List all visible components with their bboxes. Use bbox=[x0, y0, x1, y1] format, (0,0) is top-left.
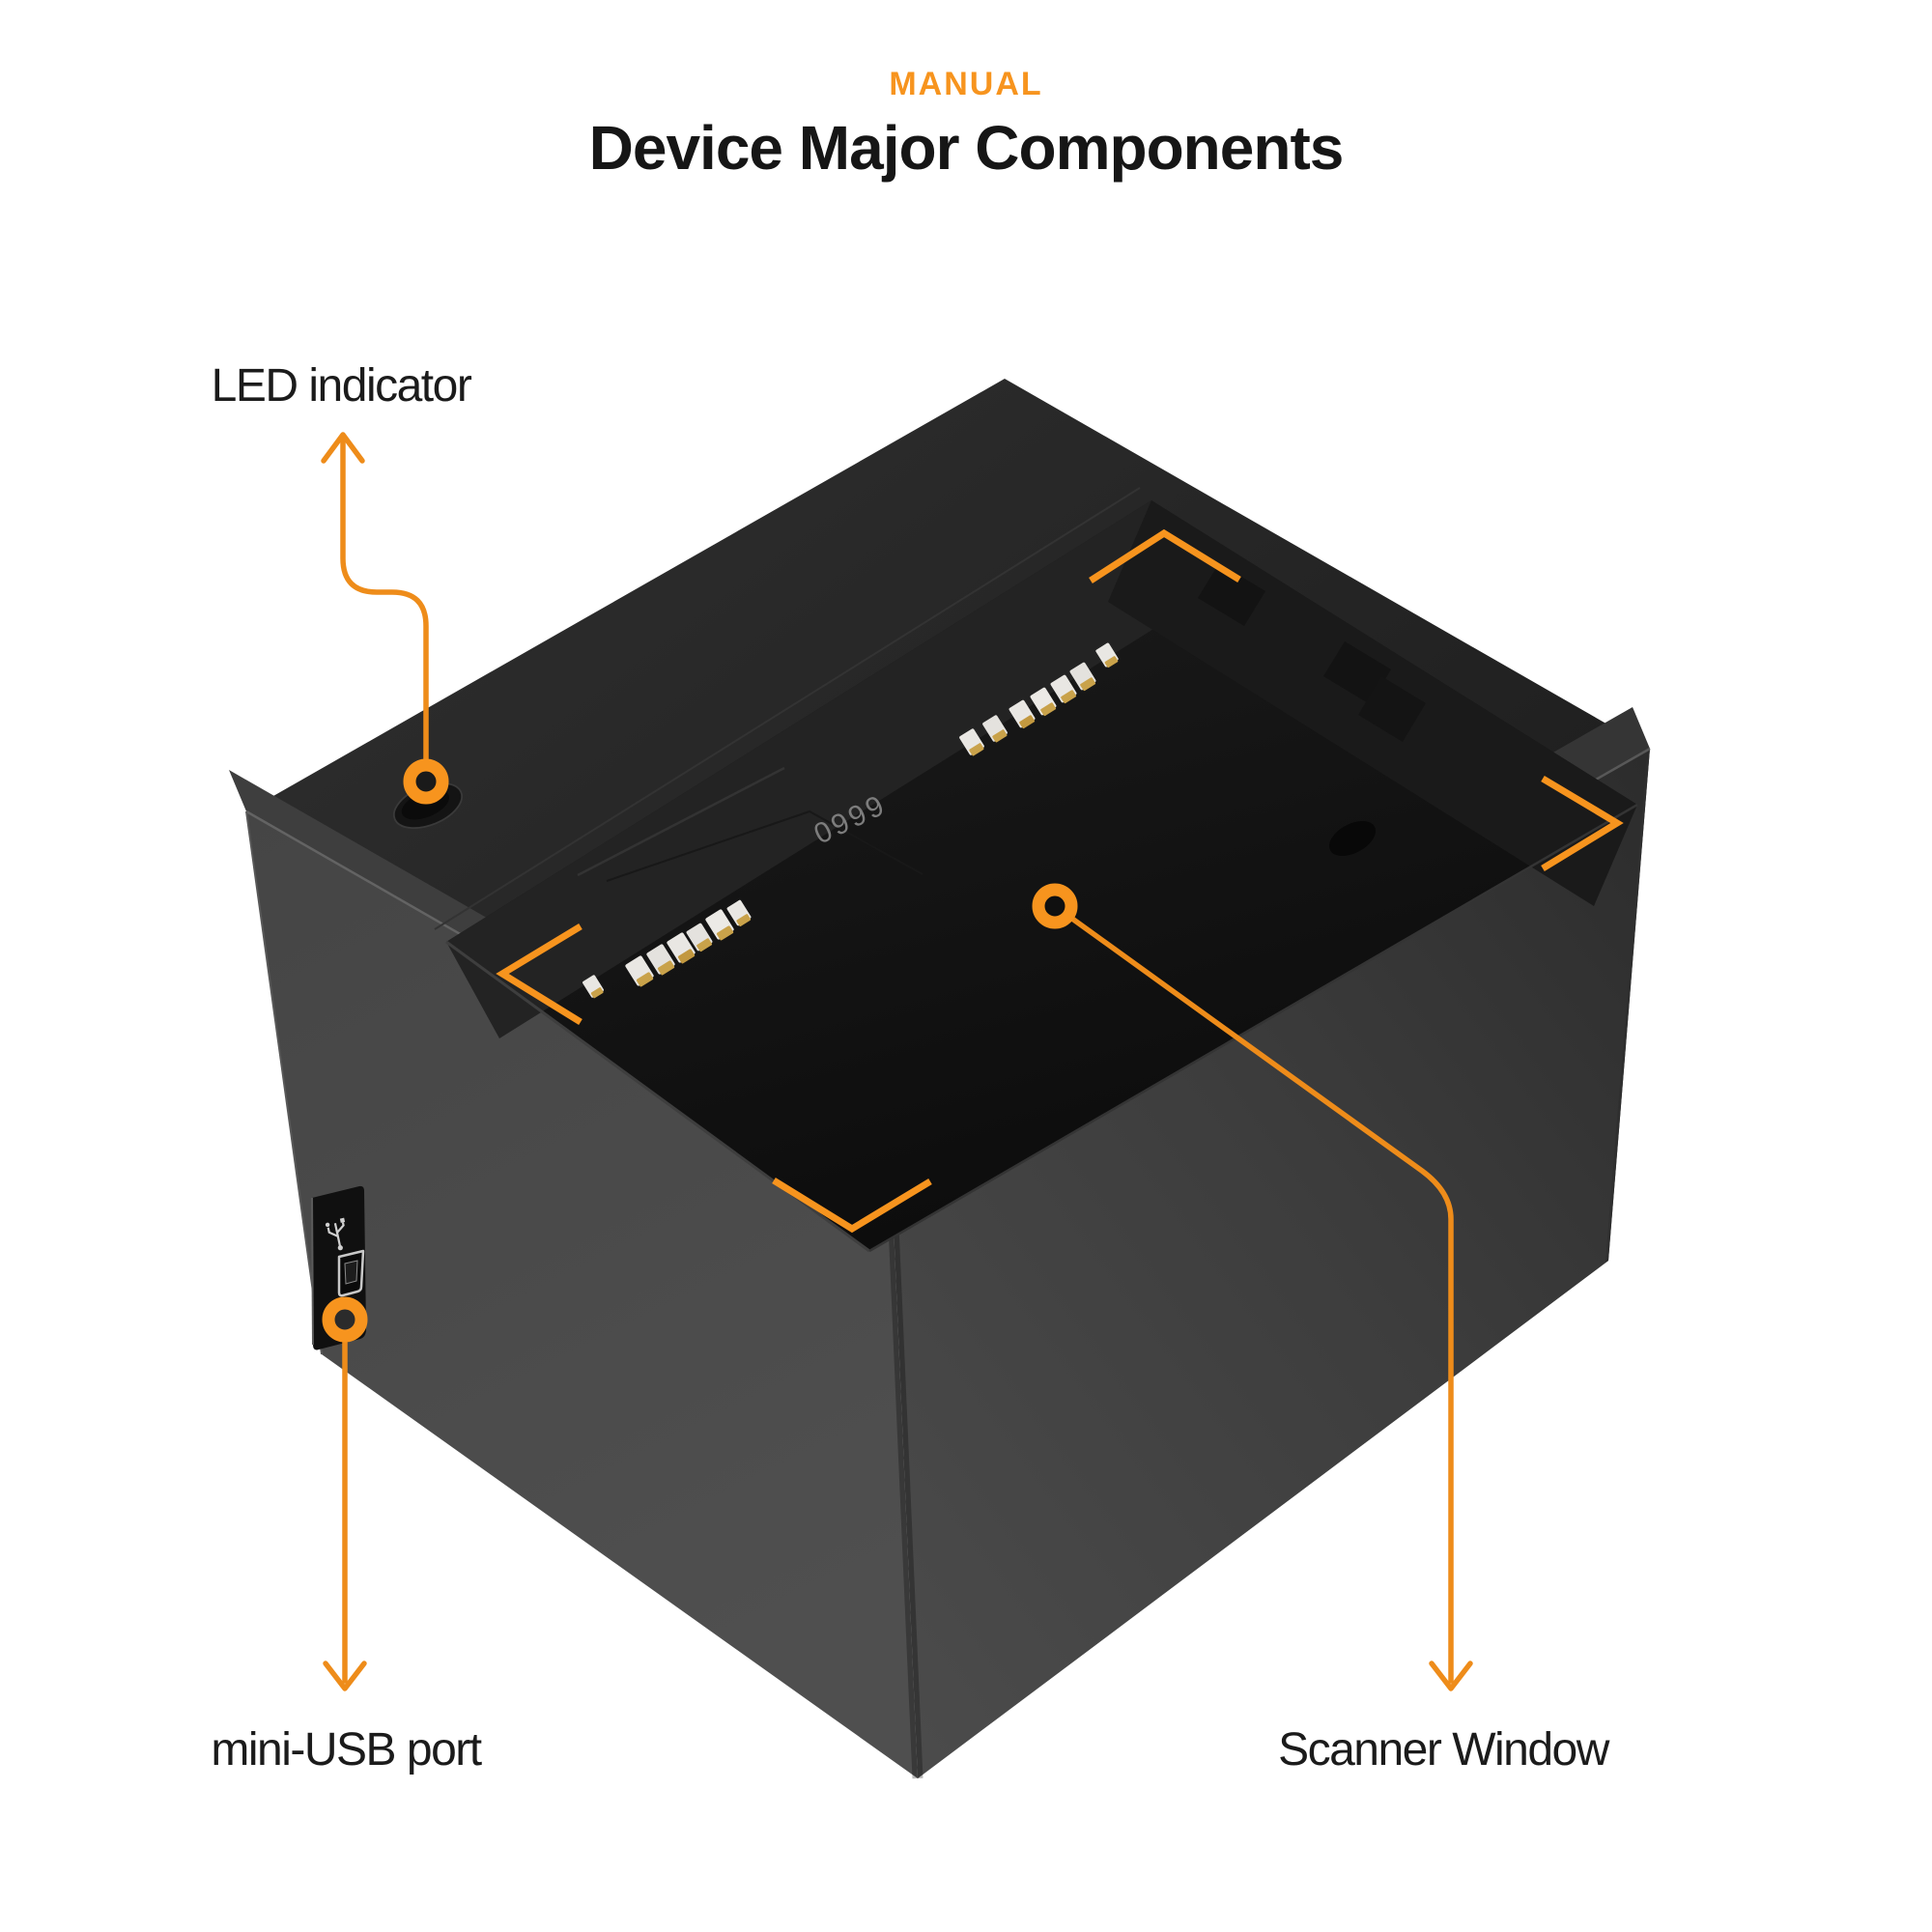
rim-inner-ridge bbox=[434, 487, 1141, 930]
led-callout-line bbox=[340, 434, 429, 762]
smd-chip bbox=[959, 728, 984, 756]
down-arrow-icon bbox=[1429, 1661, 1473, 1691]
device-body: 0999 bbox=[229, 379, 1651, 1779]
usb-connector-inner bbox=[344, 1260, 358, 1285]
well-back-left-wall bbox=[446, 500, 1205, 1038]
smd-chip bbox=[1030, 687, 1057, 717]
smd-chip bbox=[726, 899, 752, 926]
rim-ridge-line bbox=[606, 810, 923, 882]
usb-trident-icon bbox=[325, 1217, 346, 1251]
down-arrow-icon bbox=[323, 1661, 367, 1691]
smd-chip bbox=[1069, 662, 1096, 692]
usb-recess-highlight bbox=[311, 1197, 314, 1346]
device-left-face bbox=[246, 811, 918, 1778]
smd-chip bbox=[686, 923, 713, 952]
led-indicator-label: LED indicator bbox=[211, 360, 472, 412]
led-marker-dot-icon bbox=[403, 758, 449, 805]
smd-chip bbox=[582, 975, 604, 999]
smd-chip bbox=[1095, 642, 1119, 668]
up-arrow-icon bbox=[321, 432, 365, 464]
well-hole bbox=[1328, 820, 1377, 857]
smd-chip bbox=[982, 715, 1008, 743]
rim-slot bbox=[1198, 563, 1265, 626]
scanner-well bbox=[434, 487, 1638, 1253]
front-seam bbox=[886, 1180, 923, 1779]
usb-marker-dot-icon bbox=[322, 1296, 368, 1343]
mini-usb-port-label: mini-USB port bbox=[211, 1724, 482, 1776]
smd-chip bbox=[1009, 699, 1036, 729]
well-front-right-lip bbox=[868, 803, 1638, 1253]
smd-chip bbox=[667, 932, 696, 964]
rim-slot bbox=[1358, 676, 1426, 742]
scanner-callout-line bbox=[1069, 916, 1454, 1684]
page-title: Device Major Components bbox=[588, 113, 1345, 183]
smd-chip bbox=[705, 909, 734, 941]
rim-ridge-line bbox=[577, 766, 785, 877]
corner-bracket-icon bbox=[772, 1178, 932, 1234]
corner-bracket-icon bbox=[1541, 775, 1624, 871]
device-right-face bbox=[892, 749, 1650, 1778]
page-eyebrow: MANUAL bbox=[889, 66, 1043, 102]
smd-chip bbox=[625, 955, 654, 987]
smd-components bbox=[582, 642, 1119, 999]
edge-highlight-side bbox=[245, 810, 323, 1355]
scanner-callout bbox=[1032, 883, 1473, 1691]
scanner-window-label: Scanner Window bbox=[1278, 1724, 1609, 1776]
corner-bracket-icon bbox=[496, 923, 582, 1025]
scanner-marker-dot-icon bbox=[1032, 883, 1078, 929]
corner-bracket-icon bbox=[1089, 528, 1241, 583]
usb-callout bbox=[322, 1296, 368, 1691]
smd-chip bbox=[646, 944, 675, 976]
led-callout bbox=[321, 432, 449, 805]
smd-chip bbox=[1050, 674, 1077, 704]
scanner-window-brackets bbox=[496, 528, 1624, 1234]
